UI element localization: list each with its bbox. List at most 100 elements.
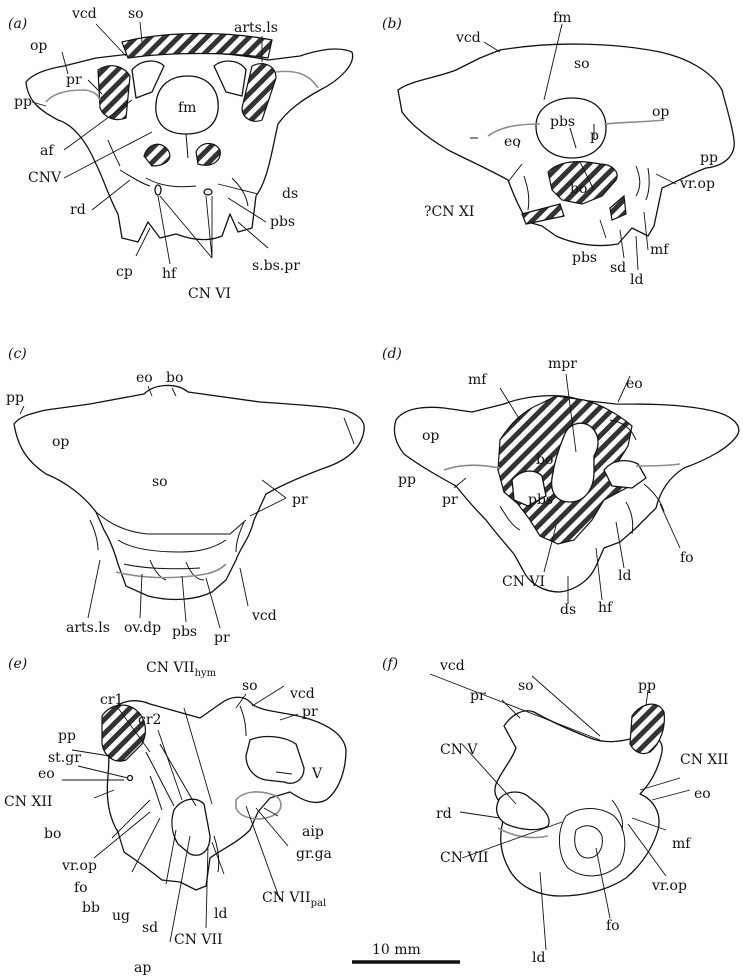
panel-e-label-st-gr: st.gr (48, 750, 81, 766)
panel-d-label-eo: eo (626, 376, 643, 392)
panel-e-prootic-v (245, 735, 305, 784)
panel-d-label-ld: ld (618, 568, 631, 584)
panel-f-label-so: so (518, 678, 534, 694)
panel-e-label-ug: ug (112, 908, 130, 924)
panel-a-label-vcd: vcd (71, 6, 97, 22)
panel-f-label-pp: pp (638, 678, 656, 694)
panel-f-label-ld: ld (532, 950, 545, 966)
cn-vii-pal-main: CN VII (262, 890, 311, 906)
panel-f-label-cn-vii: CN VII (440, 850, 489, 866)
panel-b-label-pp: pp (700, 150, 718, 166)
panel-a-tag: (a) (8, 16, 27, 32)
panel-c-label-ov-dp: ov.dp (124, 620, 161, 636)
panel-a-label-s-bs-pr: s.bs.pr (252, 258, 300, 274)
panel-b-foramen-magnum (535, 97, 607, 159)
panel-e-gr-ga (235, 791, 282, 820)
panel-c-leader-lines (19, 385, 287, 629)
panel-a-label-arts-ls: arts.ls (234, 20, 278, 36)
panel-e-lower-process (171, 798, 211, 856)
panel-c-tag: (c) (8, 346, 27, 362)
panel-a-bone-inner-right (213, 60, 247, 97)
panel-f-label-vcd: vcd (439, 658, 465, 674)
panel-d-label-pr: pr (442, 492, 458, 508)
panel-d-tag: (d) (382, 346, 402, 362)
panel-a-label-op: op (30, 38, 47, 54)
panel-e-tag: (e) (8, 656, 27, 672)
panel-f-tag: (f) (382, 656, 398, 672)
panel-b-label-eo: eo (504, 134, 521, 150)
panel-c-label-eo: eo (136, 370, 153, 386)
panel-a-label-af: af (40, 143, 55, 159)
panel-b-label-p: p (590, 128, 599, 144)
panel-a-foramen-hf (154, 184, 162, 196)
panel-e-label-sd: sd (142, 920, 158, 936)
panel-a-hatch-bo (143, 142, 221, 167)
panel-d-median-process (550, 422, 599, 503)
panel-a: (a) vcd so arts.ls op pr fm pp af CNV ds… (8, 6, 354, 302)
panel-d-label-hf: hf (598, 600, 614, 616)
panel-b-label-fm: fm (553, 10, 571, 26)
panel-a-label-so: so (128, 6, 144, 22)
panel-e-label-cn-vii-pal: CN VIIpal (262, 890, 326, 909)
panel-d-label-pp: pp (398, 472, 416, 488)
panel-a-hatch-right (241, 63, 277, 122)
panel-c-suture (115, 563, 227, 579)
panel-e-label-vr-op: vr.op (61, 858, 97, 874)
panel-b-hatch-bo (521, 161, 627, 225)
panel-a-label-hf: hf (162, 266, 178, 282)
panel-f-label-mf: mf (672, 836, 692, 852)
panel-a-label-cp: cp (116, 264, 133, 280)
panel-b-label-mf: mf (650, 242, 670, 258)
panel-b-label-so: so (574, 56, 590, 72)
panel-f-hatch-pp (629, 703, 665, 755)
panel-d-label-mf: mf (468, 372, 488, 388)
panel-b-label-bo: bo (570, 181, 587, 197)
panel-c-skull-outline (13, 384, 365, 601)
panel-d-label-cn-vi: CN VI (502, 574, 545, 590)
panel-f-label-eo: eo (694, 786, 711, 802)
panel-e-label-cn-xii: CN XII (4, 794, 52, 810)
panel-e-label-ld: ld (214, 906, 227, 922)
panel-a-label-cn-vi: CN VI (188, 286, 231, 302)
panel-a-foramen-magnum (155, 75, 219, 135)
panel-d-right-bone (603, 459, 647, 489)
panel-e-label-cn-vii-hym: CN VIIhym (146, 660, 217, 679)
panel-a-label-pr: pr (66, 72, 82, 88)
panel-e-leader-lines (62, 685, 299, 943)
panel-f-label-pr: pr (470, 688, 486, 704)
panel-b: (b) fm vcd so op pbs p pp eo bo vr.op ?C… (382, 10, 735, 288)
panel-a-label-fm: fm (178, 100, 196, 116)
panel-e-label-gr-ga: gr.ga (296, 846, 332, 862)
panel-b-label-vr-op: vr.op (679, 176, 715, 192)
panel-e-label-ap: ap (134, 960, 151, 976)
panel-f-leader-lines (429, 673, 691, 951)
panel-d: (d) mpr mf eo op bo pp pbs pr fo ld CN V… (382, 346, 740, 618)
panel-d-leader-lines (453, 373, 681, 604)
panel-d-suture (443, 463, 681, 471)
panel-c-bottom-edge (95, 511, 247, 535)
panel-c-label-so: so (152, 474, 168, 490)
panel-c-label-arts-ls: arts.ls (66, 620, 110, 636)
panel-e-label-bo: bo (44, 826, 61, 842)
panel-a-label-rd: rd (70, 202, 86, 218)
panel-a-label-pp: pp (14, 94, 32, 110)
panel-a-suture-left (45, 89, 101, 103)
panel-c-label-vcd: vcd (251, 608, 277, 624)
panel-f-label-vr-op: vr.op (651, 878, 687, 894)
panel-e-label-pp: pp (58, 728, 76, 744)
panel-e-label-eo: eo (38, 766, 55, 782)
panel-b-suture (487, 119, 665, 137)
panel-d-label-bo: bo (536, 452, 553, 468)
panel-d-label-fo: fo (680, 550, 694, 566)
panel-a-bone-inner-left (131, 60, 165, 99)
panel-b-label-vcd: vcd (455, 30, 481, 46)
panel-d-label-op: op (422, 428, 439, 444)
panel-e-label-so: so (242, 678, 258, 694)
panel-d-label-ds: ds (560, 602, 576, 618)
panel-f-lower-structures (559, 799, 626, 877)
panel-d-label-mpr: mpr (548, 356, 577, 372)
panel-f-label-cn-xii: CN XII (680, 752, 728, 768)
cn-vii-hym-main: CN VII (146, 660, 195, 676)
panel-c: (c) eo bo pp op so pr vcd arts.ls ov.dp … (6, 346, 365, 646)
panel-f-label-cn-v: CN V (440, 742, 478, 758)
